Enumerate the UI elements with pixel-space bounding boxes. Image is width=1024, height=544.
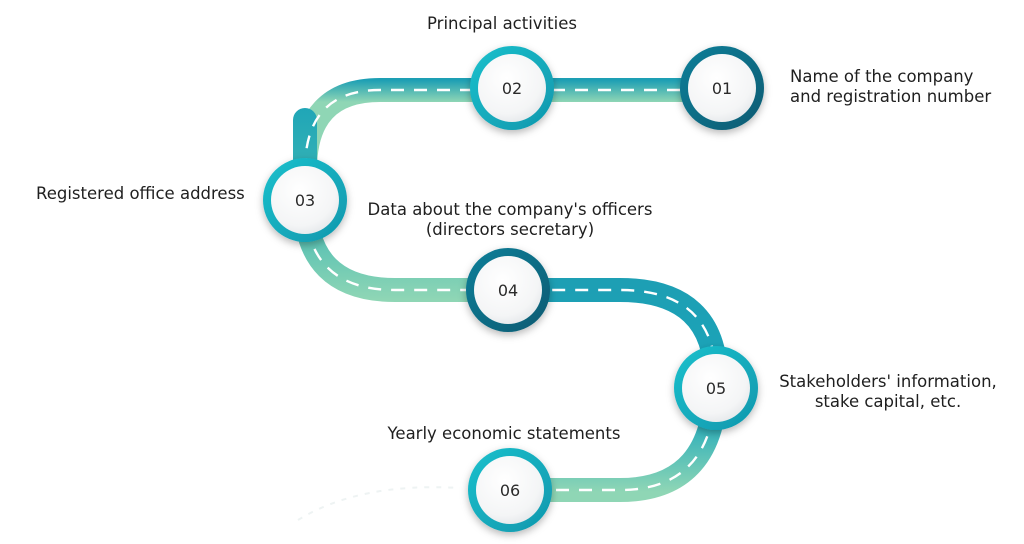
step-label-05-line-1: Stakeholders' information, xyxy=(779,372,997,391)
step-number-03: 03 xyxy=(295,191,315,210)
step-number-01: 01 xyxy=(712,79,732,98)
road-dash-line xyxy=(303,88,718,492)
step-label-01: Name of the company and registration num… xyxy=(790,67,991,107)
step-label-05: Stakeholders' information, stake capital… xyxy=(772,372,1004,412)
step-label-04: Data about the company's officers (direc… xyxy=(360,200,660,240)
step-label-02-line-1: Principal activities xyxy=(427,14,577,33)
step-number-02: 02 xyxy=(502,79,522,98)
step-node-06 xyxy=(468,448,552,532)
step-node-01 xyxy=(680,46,764,130)
step-label-04-line-2: (directors secretary) xyxy=(425,220,595,239)
step-node-03 xyxy=(263,158,347,242)
step-label-03: Registered office address xyxy=(36,184,245,204)
step-label-04-line-1: Data about the company's officers xyxy=(367,200,653,219)
step-label-01-line-2: and registration number xyxy=(790,87,992,106)
step-node-05 xyxy=(674,346,758,430)
step-number-05: 05 xyxy=(706,379,726,398)
step-label-02: Principal activities xyxy=(402,14,602,34)
step-node-04 xyxy=(466,248,550,332)
step-label-06: Yearly economic statements xyxy=(380,424,628,444)
step-label-05-line-2: stake capital, etc. xyxy=(814,392,962,411)
step-label-01-line-1: Name of the company xyxy=(790,67,974,86)
step-number-06: 06 xyxy=(500,481,520,500)
step-node-02 xyxy=(470,46,554,130)
faint-trail xyxy=(297,486,461,521)
step-label-06-line-1: Yearly economic statements xyxy=(387,424,621,443)
step-label-03-line-1: Registered office address xyxy=(36,184,245,203)
step-number-04: 04 xyxy=(498,281,518,300)
